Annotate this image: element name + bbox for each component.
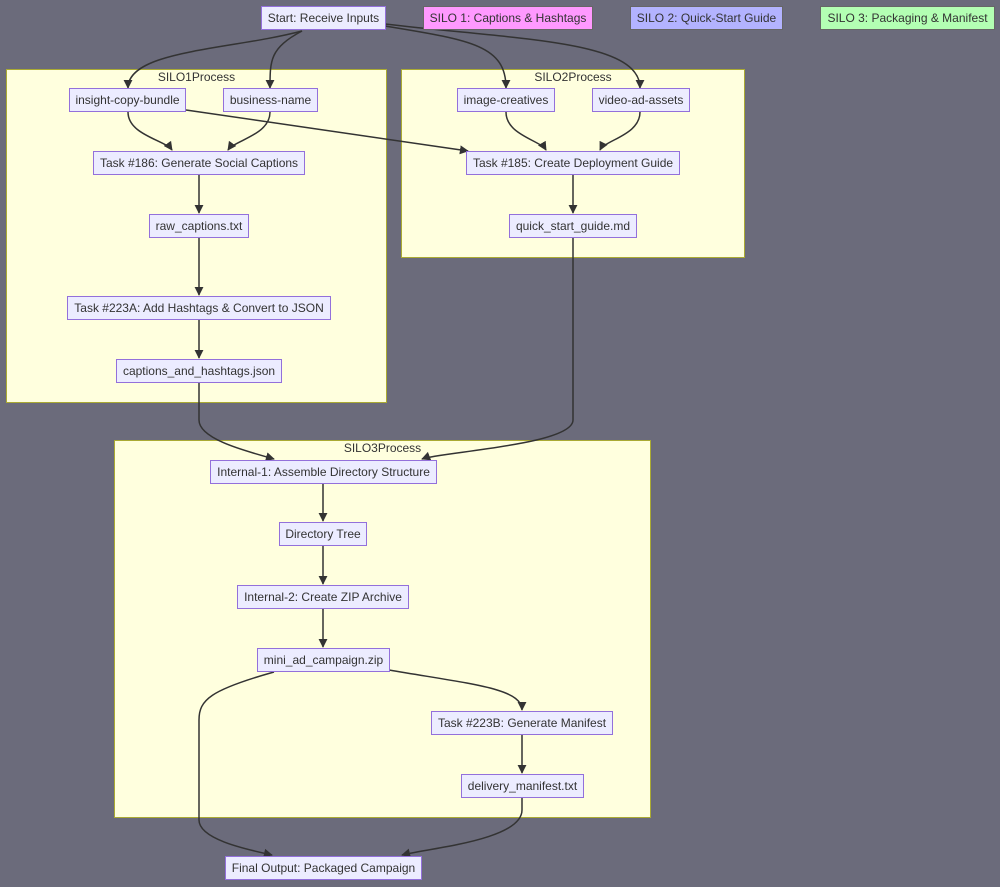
- final-output-node: Final Output: Packaged Campaign: [225, 856, 422, 880]
- silo3-legend: SILO 3: Packaging & Manifest: [820, 6, 995, 30]
- video-ad-assets-node: video-ad-assets: [592, 88, 690, 112]
- silo3-process-cluster: SILO3Process: [114, 440, 651, 818]
- raw-captions-node: raw_captions.txt: [149, 214, 249, 238]
- internal-2-node: Internal-2: Create ZIP Archive: [237, 585, 409, 609]
- image-creatives-node: image-creatives: [457, 88, 555, 112]
- task-223b-node: Task #223B: Generate Manifest: [431, 711, 613, 735]
- task-185-node: Task #185: Create Deployment Guide: [466, 151, 680, 175]
- delivery-manifest-node: delivery_manifest.txt: [461, 774, 584, 798]
- task-223a-node: Task #223A: Add Hashtags & Convert to JS…: [67, 296, 331, 320]
- cluster-title: SILO1Process: [157, 70, 236, 84]
- directory-tree-node: Directory Tree: [279, 522, 367, 546]
- business-name-node: business-name: [223, 88, 318, 112]
- insight-copy-bundle-node: insight-copy-bundle: [69, 88, 186, 112]
- task-186-node: Task #186: Generate Social Captions: [93, 151, 305, 175]
- start-node: Start: Receive Inputs: [261, 6, 386, 30]
- quick-start-guide-node: quick_start_guide.md: [509, 214, 637, 238]
- internal-1-node: Internal-1: Assemble Directory Structure: [210, 460, 437, 484]
- captions-json-node: captions_and_hashtags.json: [116, 359, 282, 383]
- silo2-legend: SILO 2: Quick-Start Guide: [630, 6, 783, 30]
- cluster-title: SILO2Process: [534, 70, 612, 84]
- mini-ad-campaign-zip-node: mini_ad_campaign.zip: [257, 648, 390, 672]
- cluster-title: SILO3Process: [343, 441, 422, 455]
- edge-quickstart-to-internal1: [421, 238, 574, 461]
- silo1-legend: SILO 1: Captions & Hashtags: [423, 6, 593, 30]
